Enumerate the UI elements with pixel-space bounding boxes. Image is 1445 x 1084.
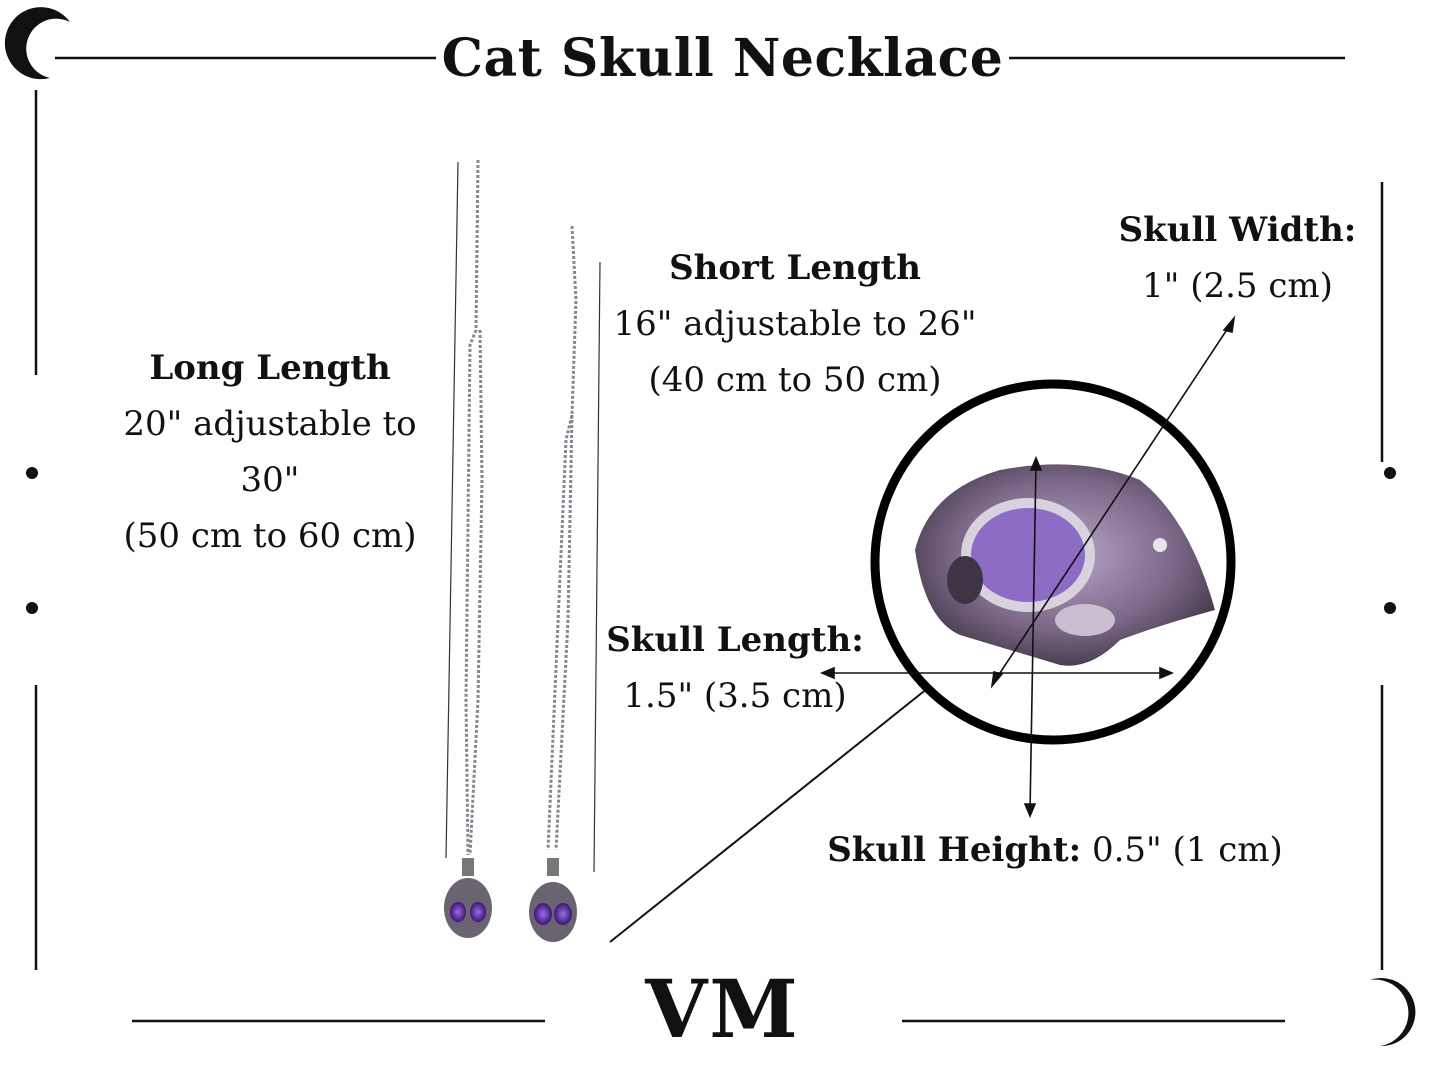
long-length-line2: 30" xyxy=(240,460,300,500)
skull-height-value: 0.5" (1 cm) xyxy=(1091,830,1283,870)
short-length-line2: (40 cm to 50 cm) xyxy=(648,360,942,400)
brand-logo: VM xyxy=(645,962,800,1056)
magnified-skull-view xyxy=(870,379,1236,745)
long-length-spec: Long Length 20" adjustable to 30" (50 cm… xyxy=(110,340,430,564)
long-length-line1: 20" adjustable to xyxy=(123,404,417,444)
chain-icon xyxy=(546,225,578,851)
skull-width-value: 1" (2.5 cm) xyxy=(1142,266,1333,306)
crescent-moon-icon xyxy=(1370,512,1405,582)
measurement-arrows xyxy=(819,315,1236,819)
skull-width-spec: Skull Width: 1" (2.5 cm) xyxy=(1105,202,1370,314)
dot-icon xyxy=(26,602,38,614)
short-length-spec: Short Length 16" adjustable to 26" (40 c… xyxy=(600,240,990,408)
short-length-heading: Short Length xyxy=(669,248,921,288)
skull-length-spec: Skull Length: 1.5" (3.5 cm) xyxy=(600,612,870,724)
crescent-moon-icon xyxy=(1370,978,1416,1047)
dot-icon xyxy=(26,467,38,479)
crescent-moon-icons xyxy=(4,7,1416,1055)
dot-icon xyxy=(1384,467,1396,479)
frame-lines xyxy=(34,56,1384,1023)
chain-icon xyxy=(464,159,480,856)
dot-icon xyxy=(1384,602,1396,614)
page-title-text: Cat Skull Necklace xyxy=(435,28,1010,89)
page-title: Cat Skull Necklace xyxy=(0,28,1445,89)
crescent-moon-icon xyxy=(9,510,44,580)
skull-length-heading: Skull Length: xyxy=(606,620,864,660)
long-length-heading: Long Length xyxy=(149,348,391,388)
short-length-line1: 16" adjustable to 26" xyxy=(613,304,977,344)
long-necklace xyxy=(444,159,492,938)
crescent-moon-icon xyxy=(4,7,70,80)
skull-height-spec: Skull Height: 0.5" (1 cm) xyxy=(820,822,1290,878)
skull-height-heading: Skull Height: xyxy=(827,830,1082,870)
skull-pendant-icon xyxy=(529,858,577,942)
long-length-line3: (50 cm to 60 cm) xyxy=(123,516,417,556)
short-necklace xyxy=(529,225,601,942)
skull-width-heading: Skull Width: xyxy=(1118,210,1357,250)
skull-pendant-icon xyxy=(444,858,492,938)
skull-length-value: 1.5" (3.5 cm) xyxy=(623,676,847,716)
dot-icons xyxy=(26,467,1396,614)
